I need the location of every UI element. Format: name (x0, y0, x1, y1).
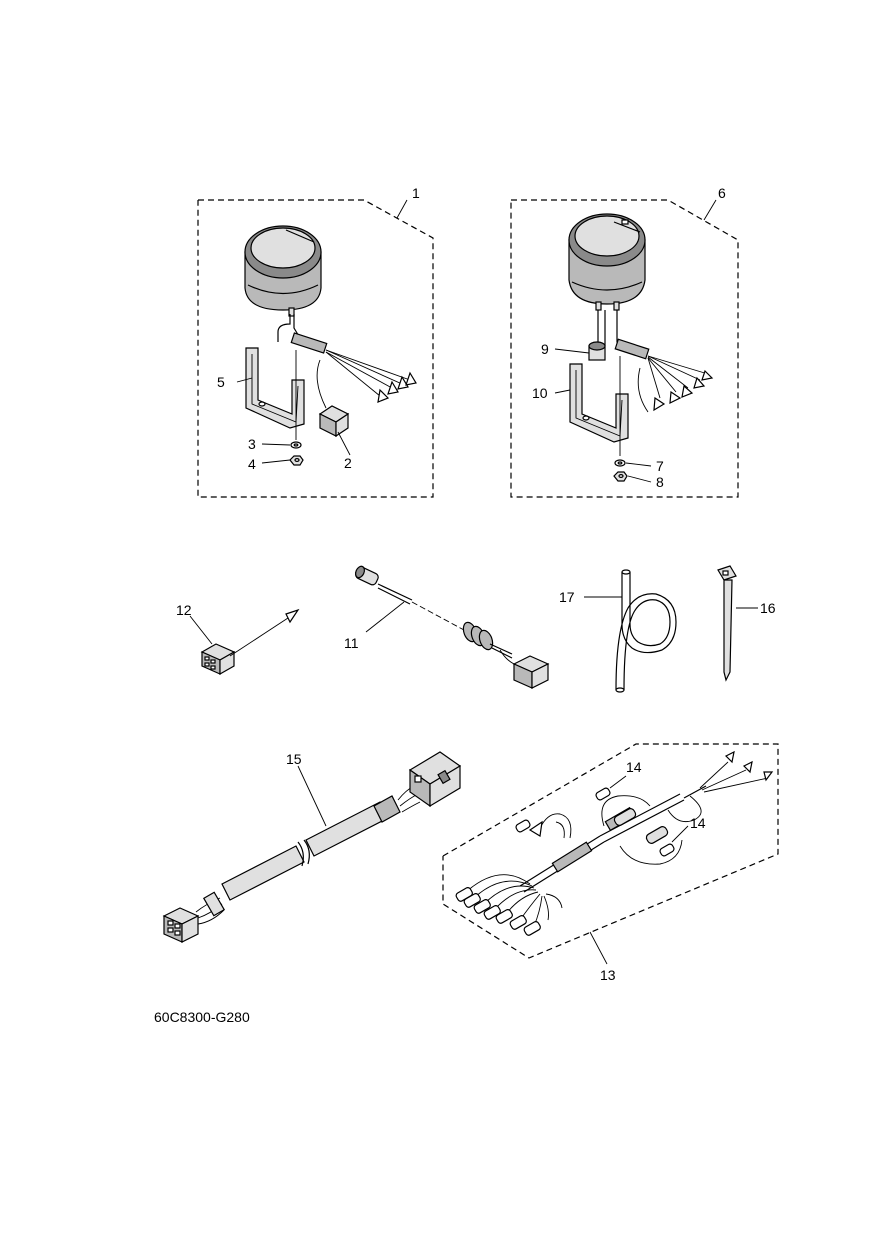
terminal-upper-left (515, 819, 531, 833)
tube-17: 17 (559, 569, 677, 693)
nut-4 (289, 455, 304, 466)
callout-16: 16 (760, 600, 776, 616)
callout-3: 3 (248, 436, 256, 452)
callout-14-right: 14 (690, 815, 706, 831)
connector-2 (318, 405, 350, 438)
callout-9: 9 (541, 341, 549, 357)
callout-11: 11 (344, 635, 359, 651)
gauge-kit-left: 1 2 3 4 5 (197, 185, 434, 498)
harness-connector-left (162, 907, 200, 943)
plug-set-top (613, 808, 669, 844)
callout-15: 15 (286, 751, 302, 767)
callout-6: 6 (718, 185, 726, 201)
harness-connector-right (408, 751, 462, 808)
cap-9 (588, 341, 606, 361)
callout-8: 8 (656, 474, 664, 490)
diagram-code: 60C8300-G280 (154, 1009, 250, 1025)
callout-5: 5 (217, 374, 225, 390)
extension-harness-15: 15 (162, 751, 462, 943)
callout-17: 17 (559, 589, 575, 605)
bracket-5 (245, 347, 305, 429)
callout-14-top: 14 (626, 759, 642, 775)
gauge-right (568, 213, 646, 311)
callout-10: 10 (532, 385, 548, 401)
cable-tie-16: 16 (717, 565, 776, 682)
gauge-left (244, 225, 322, 317)
gauge-kit-right: 6 7 8 9 10 (510, 185, 739, 498)
callout-7: 7 (656, 458, 664, 474)
bracket-10 (569, 363, 629, 443)
connector-12: 12 (176, 602, 300, 676)
wiring-harness-13: 14 14 13 (442, 743, 779, 983)
callout-2: 2 (344, 455, 352, 471)
callout-1: 1 (412, 185, 420, 201)
sensor-cable-11: 11 (344, 565, 550, 689)
grommet (462, 621, 494, 651)
terminal-14-top (595, 787, 611, 801)
sensor-connector (512, 655, 550, 689)
callout-4: 4 (248, 456, 256, 472)
callout-12: 12 (176, 602, 192, 618)
callout-13: 13 (600, 967, 616, 983)
nut-8 (613, 471, 628, 482)
terminal-14-right (659, 843, 675, 857)
